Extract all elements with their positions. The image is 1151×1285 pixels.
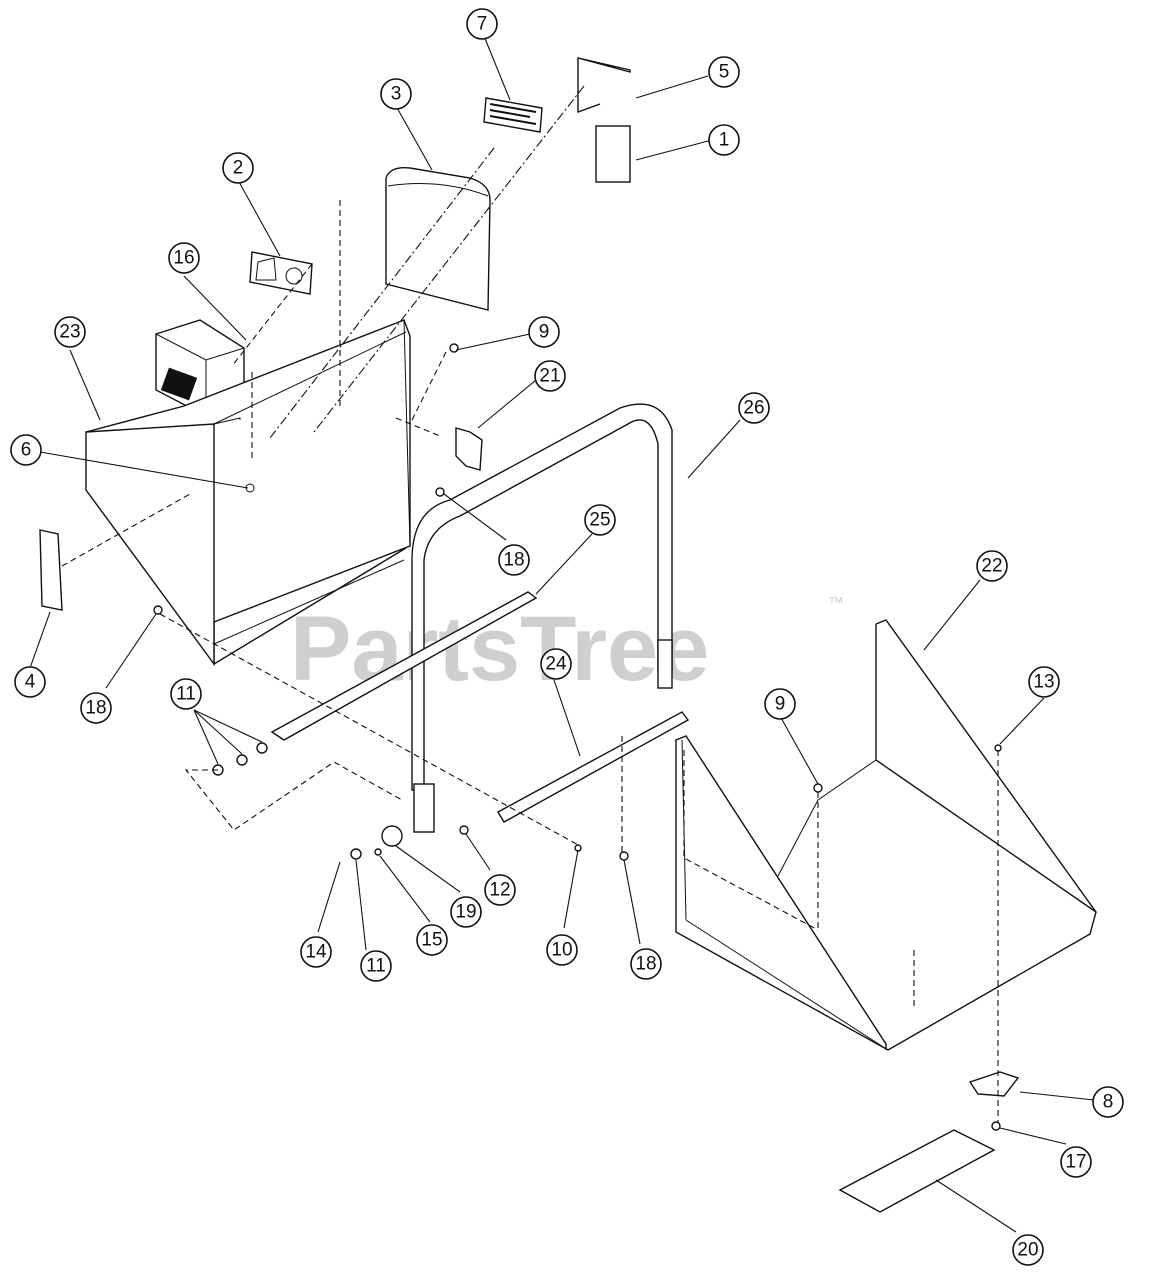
svg-text:19: 19 [455,902,476,923]
callout-5[interactable]: 5 [708,56,740,88]
washer-11-4 [350,848,362,860]
callout-11a[interactable]: 11 [170,678,202,710]
bar-24 [497,711,690,823]
decal-4 [39,529,63,611]
frame-bottom-plate [413,783,435,833]
callout-9b[interactable]: 9 [764,688,796,720]
svg-text:15: 15 [421,930,442,951]
svg-text:21: 21 [539,366,560,387]
callout-18b[interactable]: 18 [80,692,112,724]
svg-text:26: 26 [743,398,764,419]
svg-text:18: 18 [503,550,524,571]
callout-2[interactable]: 2 [222,152,254,184]
frame-tube [411,403,673,791]
callout-10[interactable]: 10 [546,934,578,966]
decal-5 [577,57,631,113]
svg-text:24: 24 [545,654,567,675]
decal-1 [595,125,631,183]
rod-25 [270,591,538,741]
callout-4[interactable]: 4 [14,666,46,698]
bracket-21 [455,427,483,471]
svg-text:8: 8 [1103,1092,1114,1113]
bearing-19 [381,825,403,847]
leader-lines [29,35,1095,1233]
svg-text:12: 12 [489,880,510,901]
svg-text:11: 11 [366,956,386,977]
svg-text:10: 10 [551,940,572,961]
svg-text:22: 22 [981,556,1002,577]
svg-text:20: 20 [1017,1240,1038,1261]
callout-18a[interactable]: 18 [498,544,530,576]
callout-20[interactable]: 20 [1012,1234,1044,1266]
callout-9a[interactable]: 9 [528,316,560,348]
callout-12[interactable]: 12 [484,874,516,906]
svg-text:4: 4 [25,672,36,693]
callout-18c[interactable]: 18 [630,948,662,980]
svg-text:17: 17 [1065,1152,1086,1173]
nut-17 [991,1121,1001,1131]
drawing-parts [39,57,1097,1213]
svg-text:2: 2 [233,158,244,179]
nut-18a [435,487,445,497]
callout-1[interactable]: 1 [708,124,740,156]
svg-text:25: 25 [589,510,610,531]
svg-text:3: 3 [391,84,402,105]
bolt-9a [449,343,459,353]
callout-3[interactable]: 3 [380,78,412,110]
nut-18c [619,851,629,861]
nut-18b [153,605,163,615]
callout-24[interactable]: 24 [540,648,572,680]
bolt-9b [813,783,823,793]
callout-21[interactable]: 21 [534,360,566,392]
svg-text:18: 18 [635,954,656,975]
callout-19[interactable]: 19 [450,896,482,928]
svg-text:11: 11 [176,684,196,705]
svg-text:6: 6 [21,440,32,461]
callout-13[interactable]: 13 [1028,666,1060,698]
washer-11-3 [256,742,268,754]
callout-6[interactable]: 6 [10,434,42,466]
bolt-12 [459,825,469,835]
decal-2 [249,251,313,295]
callout-16[interactable]: 16 [168,242,200,274]
svg-text:13: 13 [1033,672,1054,693]
callout-8[interactable]: 8 [1092,1086,1124,1118]
decal-20 [838,1129,996,1213]
frame-end-plate [657,639,673,689]
svg-text:7: 7 [477,14,488,35]
svg-text:1: 1 [719,130,730,151]
svg-text:23: 23 [59,322,80,343]
callout-11b[interactable]: 11 [360,950,392,982]
svg-text:16: 16 [173,248,194,269]
latch-8 [968,1071,1020,1097]
watermark-trademark: ™ [828,595,844,612]
svg-text:18: 18 [85,698,106,719]
svg-text:5: 5 [719,62,730,83]
hopper-side [85,423,215,667]
callout-26[interactable]: 26 [738,392,770,424]
washer-11-2 [236,754,248,766]
svg-text:9: 9 [539,322,550,343]
bag-cover [385,167,491,311]
callout-14[interactable]: 14 [300,936,332,968]
callout-7[interactable]: 7 [466,8,498,40]
svg-text:9: 9 [775,694,786,715]
callout-23[interactable]: 23 [54,316,86,348]
callout-15[interactable]: 15 [416,924,448,956]
pin-15 [374,848,382,856]
callout-25[interactable]: 25 [584,504,616,536]
callout-22[interactable]: 22 [976,550,1008,582]
svg-text:14: 14 [305,942,327,963]
callout-17[interactable]: 17 [1060,1146,1092,1178]
callouts: 1 2 3 4 5 6 7 8 9 9 10 11 11 12 13 14 15… [10,8,1124,1266]
